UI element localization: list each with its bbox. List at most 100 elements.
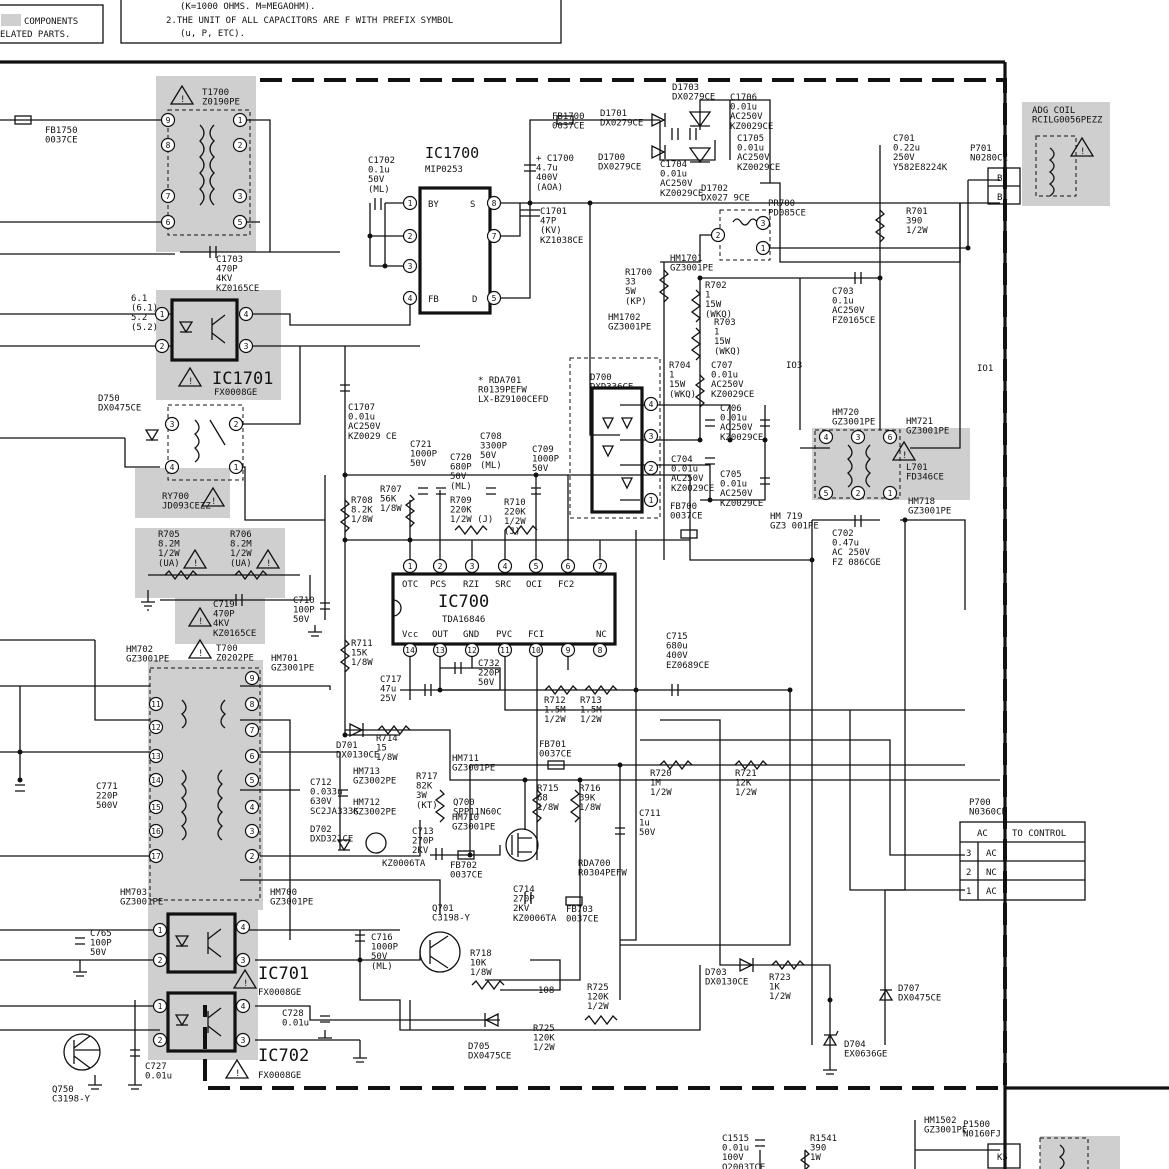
p1500-connector: K5 [987,1143,1021,1169]
label-hm702-line: HM702 [126,645,153,655]
label-r717-line: 3W [416,791,427,801]
label-r705-line: (UA) [158,559,180,569]
p700-row-num-3: 3 [966,849,971,859]
p1500-pin-k5: K5 [997,1153,1008,1163]
transistors [63,828,539,1071]
label-r708-line: R708 [351,496,373,506]
svg-text:2: 2 [158,1036,163,1045]
label-l701-line: L701 [906,463,928,473]
ic700-chip: OTC PCS RZI SRC OCI FC2 Vcc OUT GND PVC … [391,572,617,646]
adg-coil-zone [1022,102,1110,206]
label-c701-line: 250V [893,153,915,163]
label-fb1700-line: 0037CE [552,122,585,132]
ic1700-pin-by: BY [428,200,439,210]
svg-text:9: 9 [250,674,255,683]
svg-text:13: 13 [151,752,161,761]
label-r723-line: R723 [769,973,791,983]
pin-ic700-top-1: 1 [402,558,418,574]
label-adgcoil-line: ADG COIL [1032,106,1075,116]
svg-text:6: 6 [566,562,571,571]
svg-text:2: 2 [160,342,165,351]
label-c715-line: EZ0689CE [666,661,709,671]
label-q701-line: Q701 [432,904,454,914]
label-r725-line: 120K [533,1034,555,1044]
label-c732-line: C732 [478,659,500,669]
label-t1700-line: Z0190PE [202,98,240,108]
pin-l701-1: 1 [882,485,898,501]
label-p1500-line: N0160FJ [963,1130,1001,1140]
label-ic1701pins-line: 5.2 [131,313,147,323]
pin-ic701-3: 3 [235,952,251,968]
label-hm719-line: GZ3 001PE [770,522,819,532]
label-ic1701pins-line: 6.1 [131,294,147,304]
label-hm713-line: GZ3002PE [353,777,396,787]
svg-text:9: 9 [166,116,171,125]
label-r716-line: 39K [579,794,596,804]
pin-ic1700-2: 2 [402,228,418,244]
label-c1700-line: 400V [536,173,558,183]
label-c1701-line: KZ1038CE [540,236,583,246]
label-d750-line: D750 [98,394,120,404]
label-c1701-line: (KV) [540,226,562,236]
pin-t700-left-11: 11 [148,696,164,712]
wires [0,99,1000,1169]
label-d701-line: D701 [336,741,358,751]
pin-ic700-bottom-9: 9 [560,642,576,658]
label-c706-line: C706 [720,404,742,414]
label-c1702-line: C1702 [368,156,395,166]
pin-t700-right-5: 5 [244,772,260,788]
pin-t1700-left-9: 9 [160,112,176,128]
label-fb1750-line: 0037CE [45,136,78,146]
label-c720-line: (ML) [450,482,472,492]
label-c703-line: FZ0165CE [832,316,875,326]
label-r1541-line: 390 [810,1144,826,1154]
label-c721-line: 1000P [410,450,438,460]
label-c713-line: 270P [412,837,434,847]
label-c717-line: C717 [380,675,402,685]
label-c711-line: 50V [639,828,656,838]
label-r704-line: (WKQ) [669,390,696,400]
label-hm718-line: GZ3001PE [908,507,951,517]
pin-ic700-bottom-12: 12 [464,642,480,658]
pin-ic700-top-2: 2 [432,558,448,574]
label-p700-line: N0360CE [969,808,1007,818]
ic1700-pin-s: S [470,200,475,210]
label-r705-line: 1/2W [158,549,180,559]
t700-zone [148,660,263,910]
label-c719-line: C719 [213,600,235,610]
label-fb1750-line: FB1750 [45,126,78,136]
note-line-3: (u, P, ETC). [180,29,245,39]
label-r707-line: R707 [380,485,402,495]
label-ry700-line: RY700 [162,492,189,502]
svg-text:11: 11 [151,700,161,709]
ry700-outline [167,404,244,481]
pin-ic1701-3: 3 [238,338,254,354]
label-c719-line: 470P [213,610,235,620]
label-c765-line: C765 [90,929,112,939]
label-p1500-line: P1500 [963,1120,990,1130]
label-c765-line: 50V [90,948,107,958]
label-r720-line: R720 [650,769,672,779]
label-c710-line: C710 [293,596,315,606]
label-c710-line: 100P [293,606,315,616]
ic1701-zone [156,290,281,400]
label-ic1707-line: KZ0029 CE [348,432,397,442]
label-r1700-line: R1700 [625,268,652,278]
p700-row-sig-2: NC [986,868,997,878]
label-d705-line: DX0475CE [468,1052,511,1062]
label-q750-line: C3198-Y [52,1095,91,1105]
